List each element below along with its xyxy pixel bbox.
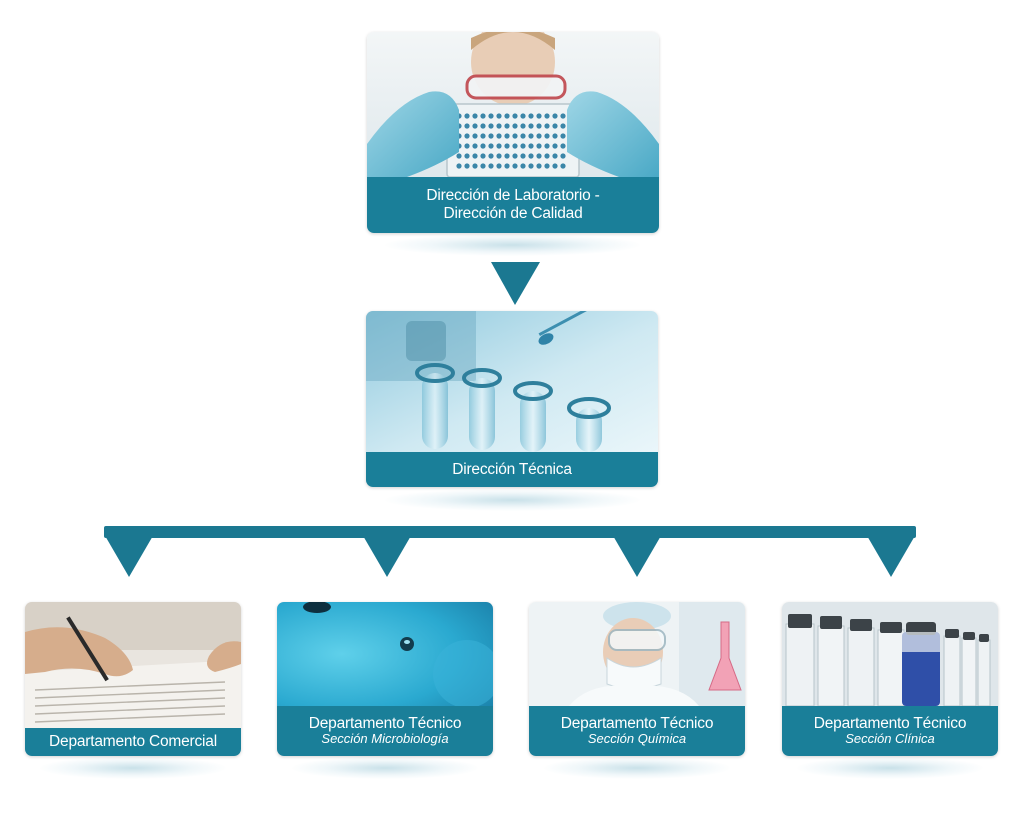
arrow-top-to-middle: [491, 262, 540, 305]
arrow-to-microbiologia: [362, 534, 412, 577]
card-shadow-top: [385, 234, 640, 256]
branch-bar: [104, 526, 916, 538]
card-title-line2: Dirección de Calidad: [443, 205, 583, 222]
card-shadow-quimica: [544, 757, 730, 779]
card-subtitle: Sección Microbiología: [321, 731, 449, 747]
card-title: Departamento Técnico: [560, 714, 714, 732]
signing-document-image: [25, 602, 241, 728]
card-title-line1: Dirección de Laboratorio -: [426, 187, 600, 205]
card-seccion-clinica[interactable]: Departamento Técnico Sección Clínica: [782, 602, 998, 756]
card-seccion-microbiologia[interactable]: Departamento Técnico Sección Microbiolog…: [277, 602, 493, 756]
sample-vials-image: [782, 602, 998, 706]
arrow-to-quimica: [612, 534, 662, 577]
card-shadow-clinica: [797, 757, 983, 779]
card-title: Departamento Comercial: [49, 733, 217, 751]
card-shadow-microbiologia: [292, 757, 478, 779]
blue-liquid-image: [277, 602, 493, 706]
arrow-to-comercial: [104, 534, 154, 577]
card-shadow-comercial: [40, 757, 226, 779]
card-label: Dirección de Laboratorio - Dirección de …: [367, 177, 659, 233]
card-departamento-comercial[interactable]: Departamento Comercial: [25, 602, 241, 756]
card-label: Departamento Técnico Sección Clínica: [782, 706, 998, 756]
card-subtitle: Sección Clínica: [845, 731, 935, 747]
scientist-microplate-image: [367, 32, 659, 177]
card-direccion-tecnica[interactable]: Dirección Técnica: [366, 311, 658, 487]
card-label: Departamento Técnico Sección Microbiolog…: [277, 706, 493, 756]
test-tubes-image: [366, 311, 658, 452]
card-label: Departamento Comercial: [25, 728, 241, 756]
chemist-flask-image: [529, 602, 745, 706]
card-label: Dirección Técnica: [366, 452, 658, 487]
card-label: Departamento Técnico Sección Química: [529, 706, 745, 756]
card-shadow-middle: [385, 489, 640, 511]
card-seccion-quimica[interactable]: Departamento Técnico Sección Química: [529, 602, 745, 756]
card-subtitle: Sección Química: [587, 731, 687, 747]
arrow-to-clinica: [866, 534, 916, 577]
card-direccion-laboratorio[interactable]: Dirección de Laboratorio - Dirección de …: [367, 32, 659, 233]
card-title: Departamento Técnico: [308, 714, 462, 732]
card-title: Dirección Técnica: [452, 460, 572, 478]
card-title: Departamento Técnico: [813, 714, 967, 732]
